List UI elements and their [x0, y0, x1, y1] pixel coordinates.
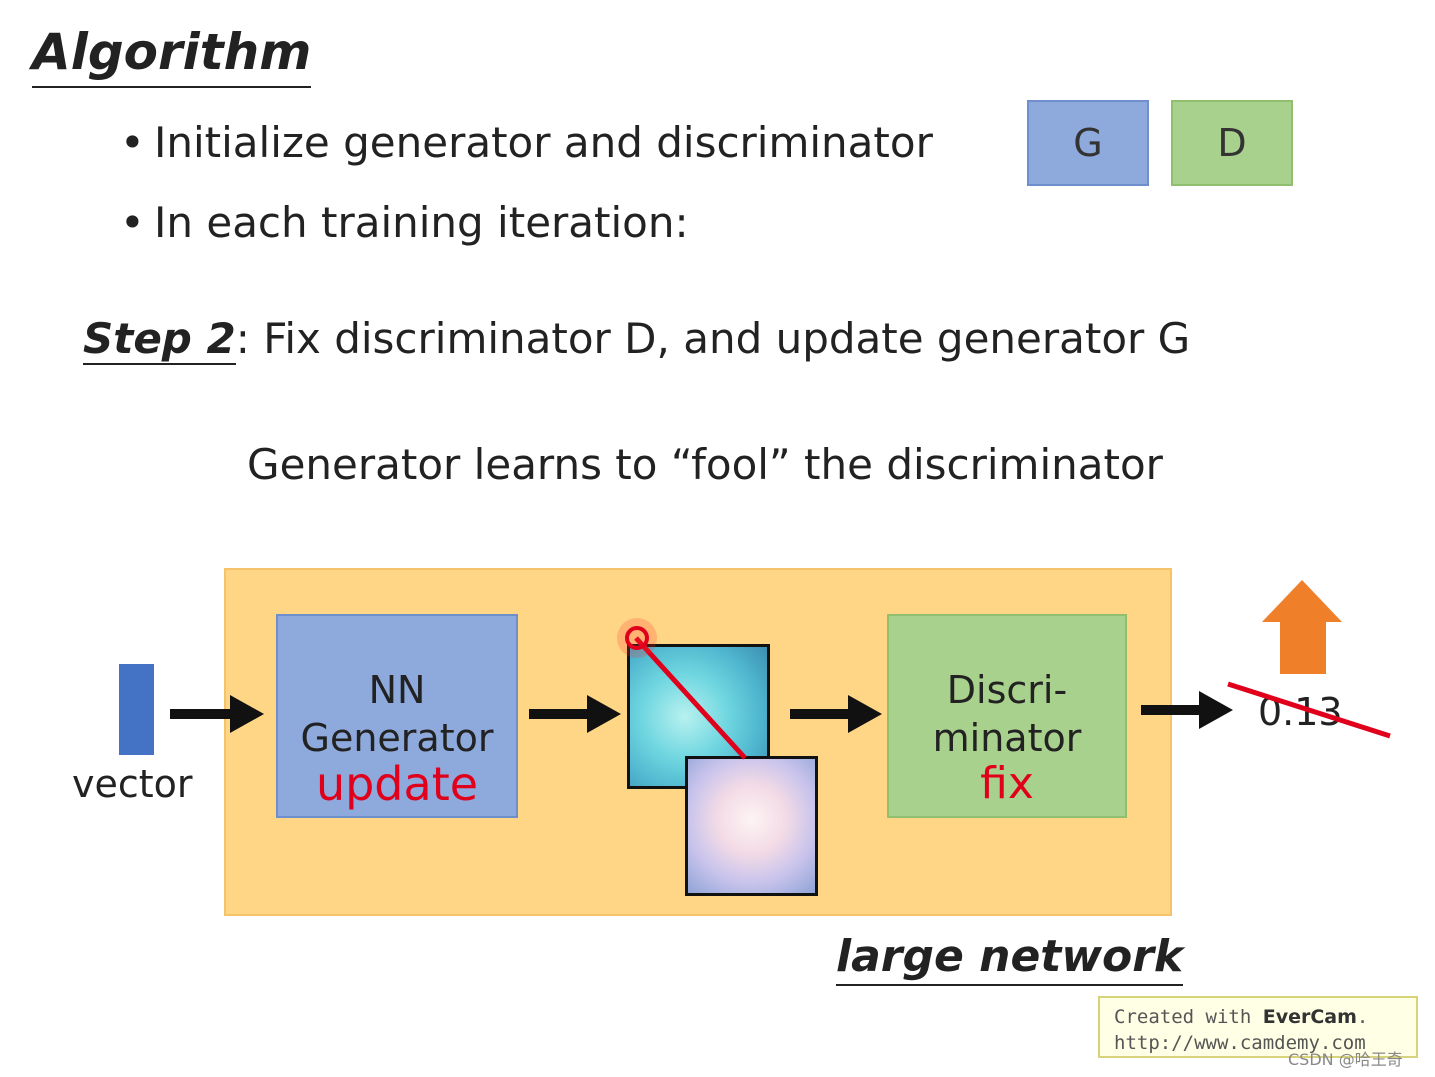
step-heading: Step 2: Fix discriminator D, and update … [83, 312, 1190, 366]
bullet-item: •Initialize generator and discriminator [120, 118, 933, 168]
discriminator-line1: Discri- [946, 668, 1068, 712]
evercam-suffix: . [1356, 1006, 1369, 1028]
evercam-badge: Created with EverCam. http://www.camdemy… [1098, 996, 1418, 1058]
evercam-prefix: Created with [1114, 1006, 1263, 1028]
generator-action: update [315, 757, 479, 811]
discriminator-line2: minator [932, 716, 1082, 760]
generator-box: NN Generator update [276, 614, 518, 818]
subtitle: Generator learns to “fool” the discrimin… [247, 440, 1163, 489]
pointer-circle-icon [625, 626, 649, 650]
generator-legend-box: G [1027, 100, 1149, 186]
bullet-dot: • [120, 198, 145, 247]
discriminator-box: Discri- minator fix [887, 614, 1127, 818]
generator-line1: NN [368, 668, 426, 712]
strike-line [1227, 681, 1391, 739]
large-network-label: large network [836, 930, 1184, 986]
generator-line2: Generator [300, 716, 494, 760]
bullet-dot: • [120, 118, 145, 167]
up-arrow-icon [1262, 580, 1342, 674]
strike-line [634, 636, 747, 760]
evercam-brand: EverCam [1262, 1006, 1357, 1028]
discriminator-action: fix [980, 758, 1034, 809]
slide-title: Algorithm [32, 22, 312, 88]
discriminator-legend-box: D [1171, 100, 1293, 186]
bullet-item: •In each training iteration: [120, 198, 689, 248]
vector-label: vector [72, 762, 193, 806]
bullet-text: Initialize generator and discriminator [154, 118, 933, 167]
pointer-glow [617, 618, 657, 658]
bullet-text: In each training iteration: [154, 198, 689, 247]
input-vector-bar [119, 664, 154, 755]
evercam-url: http://www.camdemy.com [1114, 1032, 1366, 1054]
step-separator: : [235, 314, 250, 363]
generated-image-good [685, 756, 818, 896]
step-label: Step 2 [83, 314, 236, 365]
watermark: CSDN @哈王奇 [1288, 1050, 1403, 1069]
step-text: Fix discriminator D, and update generato… [249, 314, 1191, 363]
